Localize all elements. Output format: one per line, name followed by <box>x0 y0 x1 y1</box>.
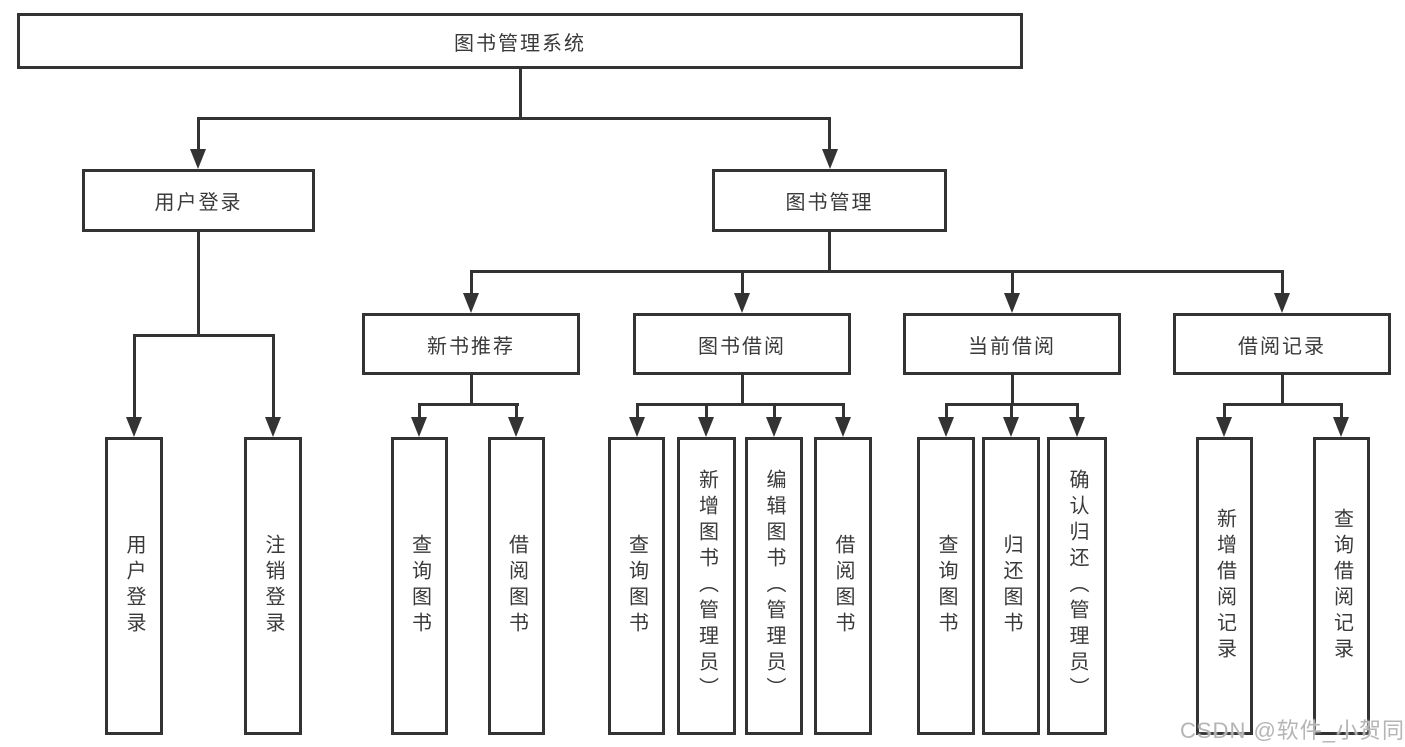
arrow-down-icon <box>1333 417 1349 437</box>
arrow-down-icon <box>835 417 851 437</box>
connector-line <box>636 403 639 419</box>
arrow-down-icon <box>411 417 427 437</box>
arrow-down-icon <box>822 149 838 169</box>
node-user-login: 用户登录 <box>82 169 315 232</box>
arrow-down-icon <box>265 417 281 437</box>
leaf-logout: 注销登录 <box>244 437 302 735</box>
node-new-book-recommend: 新书推荐 <box>362 313 580 375</box>
connector-line <box>1223 403 1343 406</box>
leaf-label: 确认归还（管理员） <box>1066 469 1088 703</box>
leaf-return-book: 归还图书 <box>982 437 1040 735</box>
connector-line <box>1340 403 1343 419</box>
arrow-down-icon <box>698 417 714 437</box>
arrow-down-icon <box>126 417 142 437</box>
node-label: 当前借阅 <box>968 335 1056 358</box>
leaf-borrow-book: 借阅图书 <box>814 437 872 735</box>
arrow-down-icon <box>508 417 524 437</box>
leaf-label: 查询图书 <box>625 534 648 638</box>
connector-line <box>515 403 518 419</box>
connector-line <box>272 334 275 417</box>
arrow-down-icon <box>1004 293 1020 313</box>
arrow-down-icon <box>1003 417 1019 437</box>
leaf-label: 编辑图书（管理员） <box>763 469 785 703</box>
node-borrow-record: 借阅记录 <box>1173 313 1391 375</box>
leaf-label: 借阅图书 <box>505 534 528 638</box>
csdn-watermark: CSDN @软件_小贺同学 <box>1180 718 1405 743</box>
node-book-management: 图书管理 <box>712 169 947 232</box>
leaf-query-book-current: 查询图书 <box>917 437 975 735</box>
leaf-label: 查询图书 <box>408 534 431 638</box>
arrow-down-icon <box>1274 293 1290 313</box>
node-label: 图书借阅 <box>698 335 786 358</box>
leaf-add-book-admin: 新增图书（管理员） <box>677 437 736 735</box>
node-label: 图书管理 <box>785 192 874 214</box>
arrow-down-icon <box>463 293 479 313</box>
leaf-confirm-return-admin: 确认归还（管理员） <box>1047 437 1107 735</box>
leaf-query-book-recommend: 查询图书 <box>391 437 448 735</box>
leaf-edit-book-admin: 编辑图书（管理员） <box>745 437 803 735</box>
connector-line <box>828 117 831 151</box>
leaf-label: 归还图书 <box>1000 534 1022 638</box>
connector-line <box>1281 375 1284 405</box>
node-label: 借阅记录 <box>1238 335 1326 358</box>
arrow-down-icon <box>938 417 954 437</box>
connector-line <box>741 270 744 295</box>
node-book-borrow: 图书借阅 <box>633 313 851 375</box>
connector-line <box>519 69 522 119</box>
connector-line <box>1011 270 1014 295</box>
leaf-query-borrow-record: 查询借阅记录 <box>1313 437 1370 735</box>
connector-line <box>197 117 200 151</box>
node-label: 图书管理系统 <box>454 32 586 55</box>
connector-line <box>741 375 744 405</box>
leaf-query-book-borrow: 查询图书 <box>608 437 665 735</box>
leaf-label: 注销登录 <box>262 534 284 638</box>
connector-line <box>636 403 845 406</box>
connector-line <box>842 403 845 419</box>
connector-line <box>773 403 776 419</box>
arrow-down-icon <box>734 293 750 313</box>
leaf-label: 新增图书（管理员） <box>695 469 718 703</box>
connector-line <box>470 375 473 405</box>
connector-line <box>1223 403 1226 419</box>
arrow-down-icon <box>1216 417 1232 437</box>
arrow-down-icon <box>766 417 782 437</box>
connector-line <box>945 403 948 419</box>
connector-line <box>133 334 136 417</box>
leaf-label: 查询借阅记录 <box>1330 508 1353 664</box>
leaf-label: 用户登录 <box>123 534 145 638</box>
leaf-label: 借阅图书 <box>832 534 854 638</box>
connector-line <box>470 270 473 295</box>
arrow-down-icon <box>190 149 206 169</box>
connector-line <box>133 334 275 337</box>
leaf-borrow-book-recommend: 借阅图书 <box>488 437 545 735</box>
arrow-down-icon <box>629 417 645 437</box>
arrow-down-icon <box>1069 417 1085 437</box>
connector-line <box>197 232 200 336</box>
connector-line <box>705 403 708 419</box>
leaf-add-borrow-record: 新增借阅记录 <box>1196 437 1253 735</box>
leaf-label: 新增借阅记录 <box>1213 508 1236 664</box>
node-library-system: 图书管理系统 <box>17 13 1023 69</box>
node-current-borrow: 当前借阅 <box>903 313 1121 375</box>
connector-line <box>1281 270 1284 295</box>
connector-line <box>418 403 421 419</box>
connector-line <box>470 270 1283 273</box>
node-label: 新书推荐 <box>427 335 515 358</box>
node-label: 用户登录 <box>154 192 243 214</box>
connector-line <box>418 403 519 406</box>
connector-line <box>1011 375 1014 405</box>
connector-line <box>828 232 831 272</box>
connector-line <box>197 117 831 120</box>
connector-line <box>1076 403 1079 419</box>
leaf-user-login: 用户登录 <box>105 437 163 735</box>
connector-line <box>1010 403 1013 419</box>
leaf-label: 查询图书 <box>935 534 957 638</box>
